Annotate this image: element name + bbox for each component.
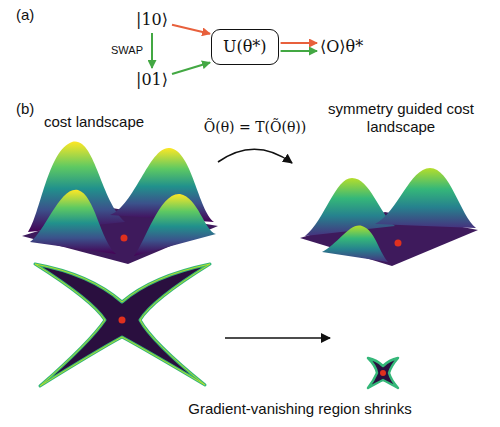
basis-state: |10⟩ — [134, 9, 170, 31]
panel-letter: (a) — [16, 6, 34, 24]
unitary-box: U(θ*) — [211, 29, 279, 65]
node-text: U(θ*) — [223, 37, 267, 57]
expectation-value: ⟨O⟩θ* — [318, 36, 365, 58]
panel-caption: symmetry guided cost landscape — [326, 100, 476, 136]
node-text: |10⟩ — [136, 10, 168, 30]
state-arrow — [151, 33, 153, 68]
state-arrow — [172, 63, 210, 75]
result-note: Gradient-vanishing region shrinks — [165, 400, 435, 418]
state-arrow — [281, 50, 317, 52]
guided-surface — [300, 168, 478, 266]
gradient-vanishing-region — [35, 264, 210, 386]
basis-state: |01⟩ — [134, 69, 170, 91]
cost-surface — [22, 142, 218, 264]
state-arrow — [172, 25, 210, 34]
state-arrow — [281, 42, 317, 44]
transform-arrow — [218, 149, 292, 163]
transform-formula: Õ(θ) = T(Õ(θ)) — [195, 118, 315, 136]
node-text: |01⟩ — [136, 70, 168, 90]
shrink-arrow — [225, 337, 330, 339]
panel-letter: (b) — [16, 100, 34, 118]
panel-caption: cost landscape — [44, 113, 144, 131]
node-text: ⟨O⟩θ* — [320, 37, 363, 57]
shrunk-region — [368, 358, 398, 388]
edge-label: SWAP — [110, 44, 144, 57]
